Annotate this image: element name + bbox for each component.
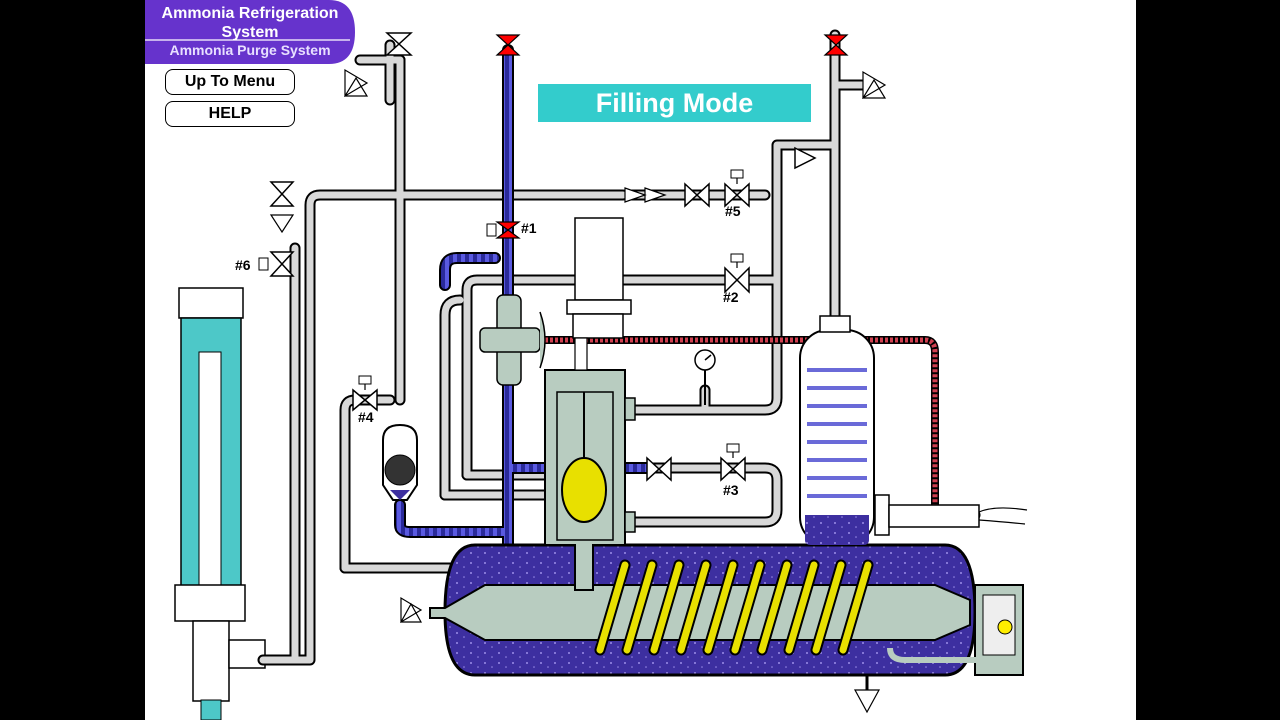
system-title-line2: System	[221, 24, 279, 41]
valve-6-label: #6	[235, 257, 251, 273]
valve-2-label: #2	[723, 289, 739, 305]
float-chamber	[544, 369, 636, 591]
drain-pot	[382, 423, 418, 501]
valve-3-label: #3	[723, 482, 739, 498]
control-valve-body	[479, 294, 546, 386]
valve-1-label: #1	[521, 220, 537, 236]
valve-2[interactable]	[724, 253, 750, 294]
purge-system-screen: #1 #2 #3 #4 #5 #6 Ammonia Refrigeration …	[145, 0, 1136, 720]
help-button[interactable]: HELP	[165, 101, 295, 127]
valve-5-label: #5	[725, 203, 741, 219]
mode-banner: Filling Mode	[538, 84, 811, 122]
valve-3[interactable]	[646, 443, 746, 482]
valve-1[interactable]	[486, 221, 521, 239]
sight-glass-column	[174, 287, 266, 720]
valve-5[interactable]	[624, 169, 750, 208]
solenoid-actuator	[566, 217, 632, 371]
purge-system-diagram: #1 #2 #3 #4 #5 #6	[174, 29, 1028, 720]
purger-drum	[799, 315, 1028, 546]
top-liquid-valve[interactable]	[495, 34, 521, 56]
receiver-side-valve[interactable]	[399, 596, 423, 624]
hot-gas-line	[540, 336, 939, 505]
system-subtitle: Ammonia Purge System	[169, 42, 331, 58]
valve-4[interactable]	[352, 375, 378, 412]
system-title: Ammonia Refrigeration	[161, 5, 339, 22]
system-title-badge: Ammonia Refrigeration System Ammonia Pur…	[145, 0, 355, 64]
receiver-vessel	[429, 543, 1024, 677]
right-side-valve[interactable]	[861, 70, 887, 100]
pressure-gauge-icon	[694, 349, 716, 405]
left-vent-valve[interactable]	[343, 32, 413, 98]
bottom-drain-valve[interactable]	[853, 675, 881, 714]
check-valve	[794, 146, 817, 170]
valve-4-label: #4	[358, 409, 374, 425]
valve-6[interactable]	[258, 181, 295, 277]
right-vent-valve[interactable]	[823, 34, 849, 56]
up-to-menu-button[interactable]: Up To Menu	[165, 69, 295, 95]
